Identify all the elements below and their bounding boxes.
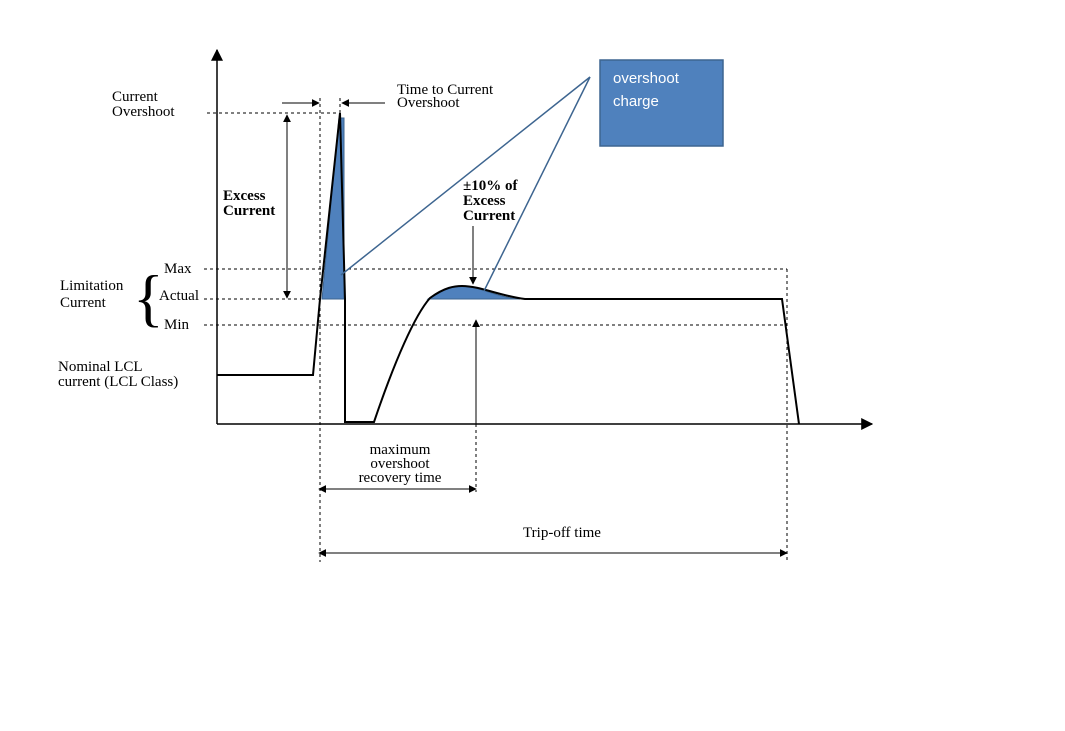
actual-label: Actual	[159, 288, 199, 304]
nominal-current-label-1: Nominal LCL	[58, 359, 143, 375]
limitation-current-label-1: Limitation	[60, 278, 124, 294]
current-waveform	[217, 112, 800, 425]
limitation-current-label-2: Current	[60, 295, 107, 311]
pct-excess-label-1: ±10% of	[463, 178, 518, 194]
recovery-time-label-2: overshoot	[370, 456, 430, 472]
recovery-time-label-1: maximum	[370, 442, 431, 458]
recovery-time-label-3: recovery time	[359, 470, 442, 486]
excess-current-label-2: Current	[223, 203, 275, 219]
overshoot-charge-label-2: charge	[613, 93, 659, 110]
callout-line-spike	[340, 76, 591, 276]
time-to-overshoot-label-1: Time to Current	[397, 82, 494, 98]
pct-excess-label-3: Current	[463, 208, 515, 224]
current-overshoot-label-1: Current	[112, 89, 159, 105]
pct-excess-label-2: Excess	[463, 193, 506, 209]
max-label: Max	[164, 261, 192, 277]
min-label: Min	[164, 317, 190, 333]
limitation-brace: {	[133, 262, 164, 333]
trip-off-time-label: Trip-off time	[523, 525, 601, 541]
nominal-current-label-2: current (LCL Class)	[58, 374, 178, 390]
current-overshoot-label-2: Overshoot	[112, 104, 175, 120]
callout-line-bump	[483, 76, 591, 292]
overshoot-charge-label-1: overshoot	[613, 70, 680, 87]
overshoot-charge-box	[599, 59, 724, 147]
excess-current-label-1: Excess	[223, 188, 266, 204]
time-to-overshoot-label-2: Overshoot	[397, 95, 460, 111]
